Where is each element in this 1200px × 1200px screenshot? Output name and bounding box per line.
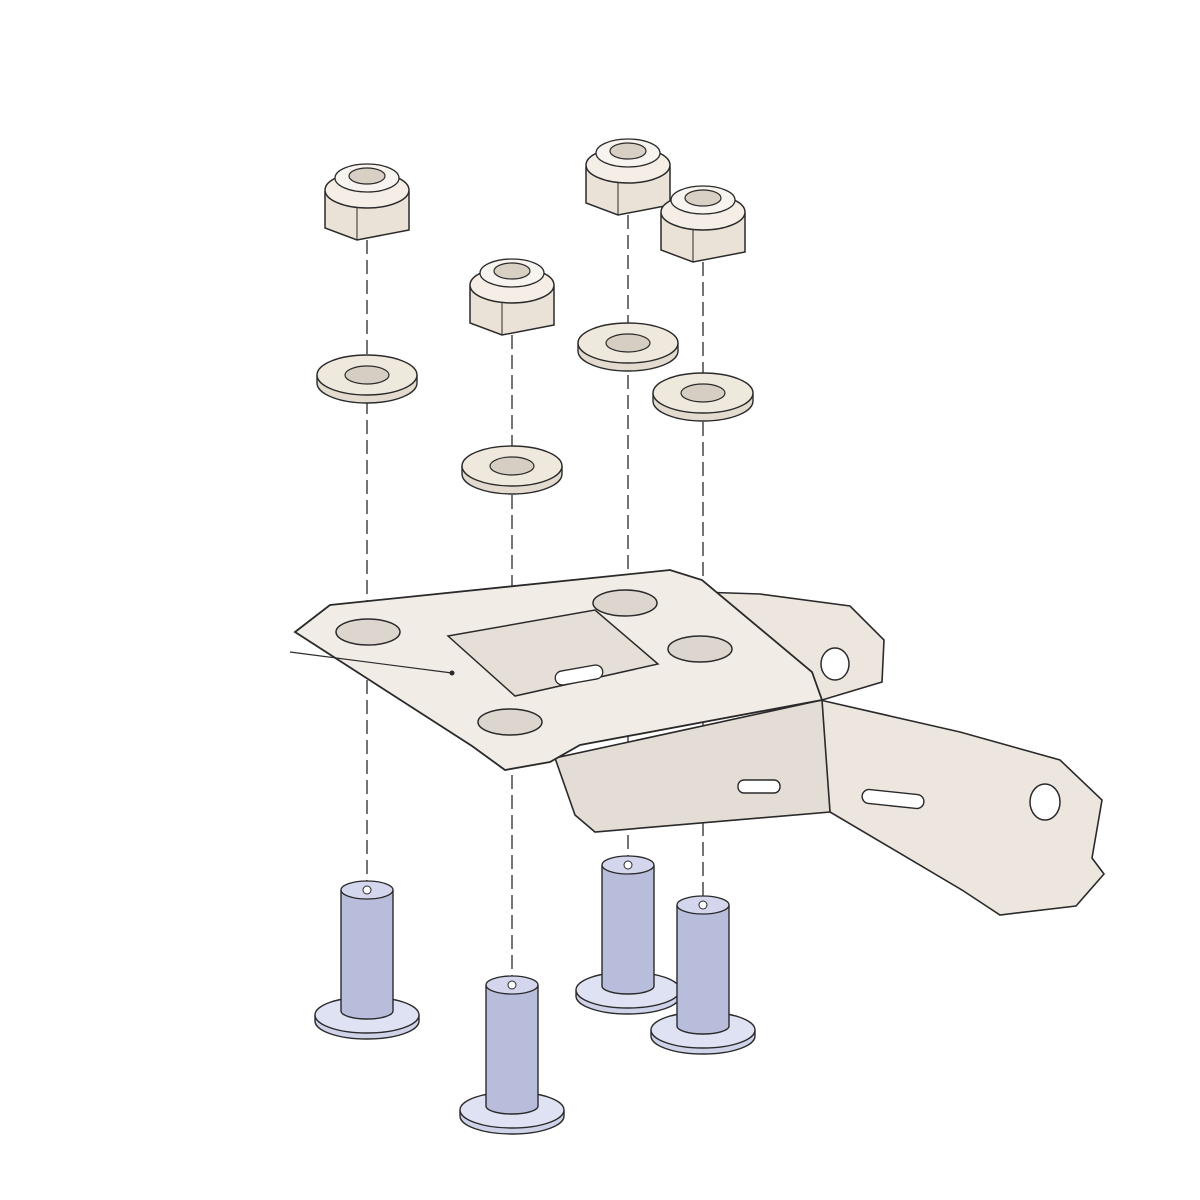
leader-line (289, 651, 453, 674)
arm-slot (861, 788, 925, 810)
flat-washer-4 (652, 372, 754, 422)
lock-nut-3 (585, 138, 671, 216)
nut-bore (493, 262, 531, 280)
button-head-bolt-2 (459, 975, 565, 1135)
bolt-shaft (485, 985, 539, 1115)
opening-slot (554, 664, 604, 686)
flat-washer-2 (461, 445, 563, 495)
lock-nut-4 (660, 185, 746, 263)
bolt-shaft (340, 890, 394, 1020)
nut-bore (609, 142, 647, 160)
button-head-bolt-1 (314, 880, 420, 1040)
nut-bore (684, 189, 722, 207)
plate-hole-4 (477, 708, 543, 736)
bolt-center-mark (362, 885, 372, 895)
button-head-bolt-3 (575, 855, 681, 1015)
bracket-arm (819, 698, 1106, 916)
washer-hole (605, 333, 651, 353)
mounting-bracket (289, 569, 1106, 916)
flange-slot (737, 779, 781, 794)
plate-hole-1 (335, 618, 401, 646)
washer-hole (489, 456, 535, 476)
bolt-center-mark (507, 980, 517, 990)
ear-hole (820, 647, 850, 681)
bolt-center-mark (623, 860, 633, 870)
plate-hole-2 (592, 589, 658, 617)
bolt-center-mark (698, 900, 708, 910)
fasteners (314, 138, 756, 1135)
washer-hole (680, 383, 726, 403)
washer-hole (344, 365, 390, 385)
button-head-bolt-4 (650, 895, 756, 1055)
bolt-shaft (601, 865, 655, 995)
nut-bore (348, 167, 386, 185)
bracket-flange (553, 699, 831, 833)
flat-washer-3 (577, 322, 679, 372)
square-opening (446, 609, 660, 697)
arm-hole (1029, 783, 1061, 821)
lock-nut-2 (469, 258, 555, 336)
plate-hole-3 (667, 635, 733, 663)
leader-dot (449, 670, 455, 676)
lock-nut-1 (324, 163, 410, 241)
bolt-shaft (676, 905, 730, 1035)
flat-washer-1 (316, 354, 418, 404)
